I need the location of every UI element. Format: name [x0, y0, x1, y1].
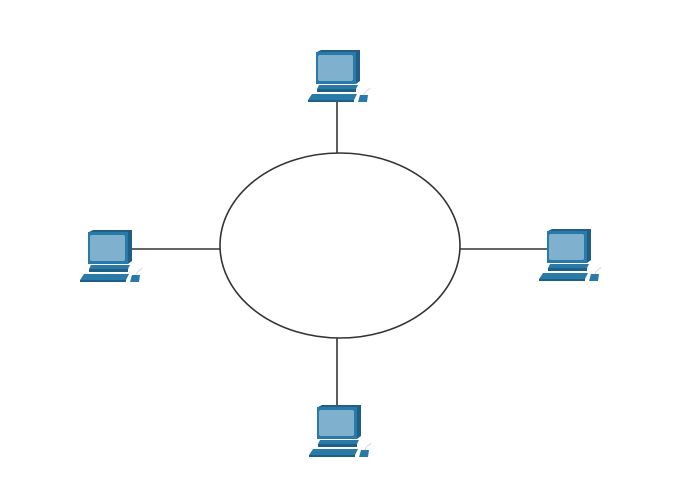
desktop-computer-icon[interactable]	[307, 49, 371, 103]
desktop-computer-icon[interactable]	[79, 229, 143, 283]
desktop-computer-icon[interactable]	[538, 228, 602, 282]
ring-network	[219, 152, 461, 339]
links	[132, 102, 547, 407]
desktop-computer-icon[interactable]	[308, 404, 372, 458]
